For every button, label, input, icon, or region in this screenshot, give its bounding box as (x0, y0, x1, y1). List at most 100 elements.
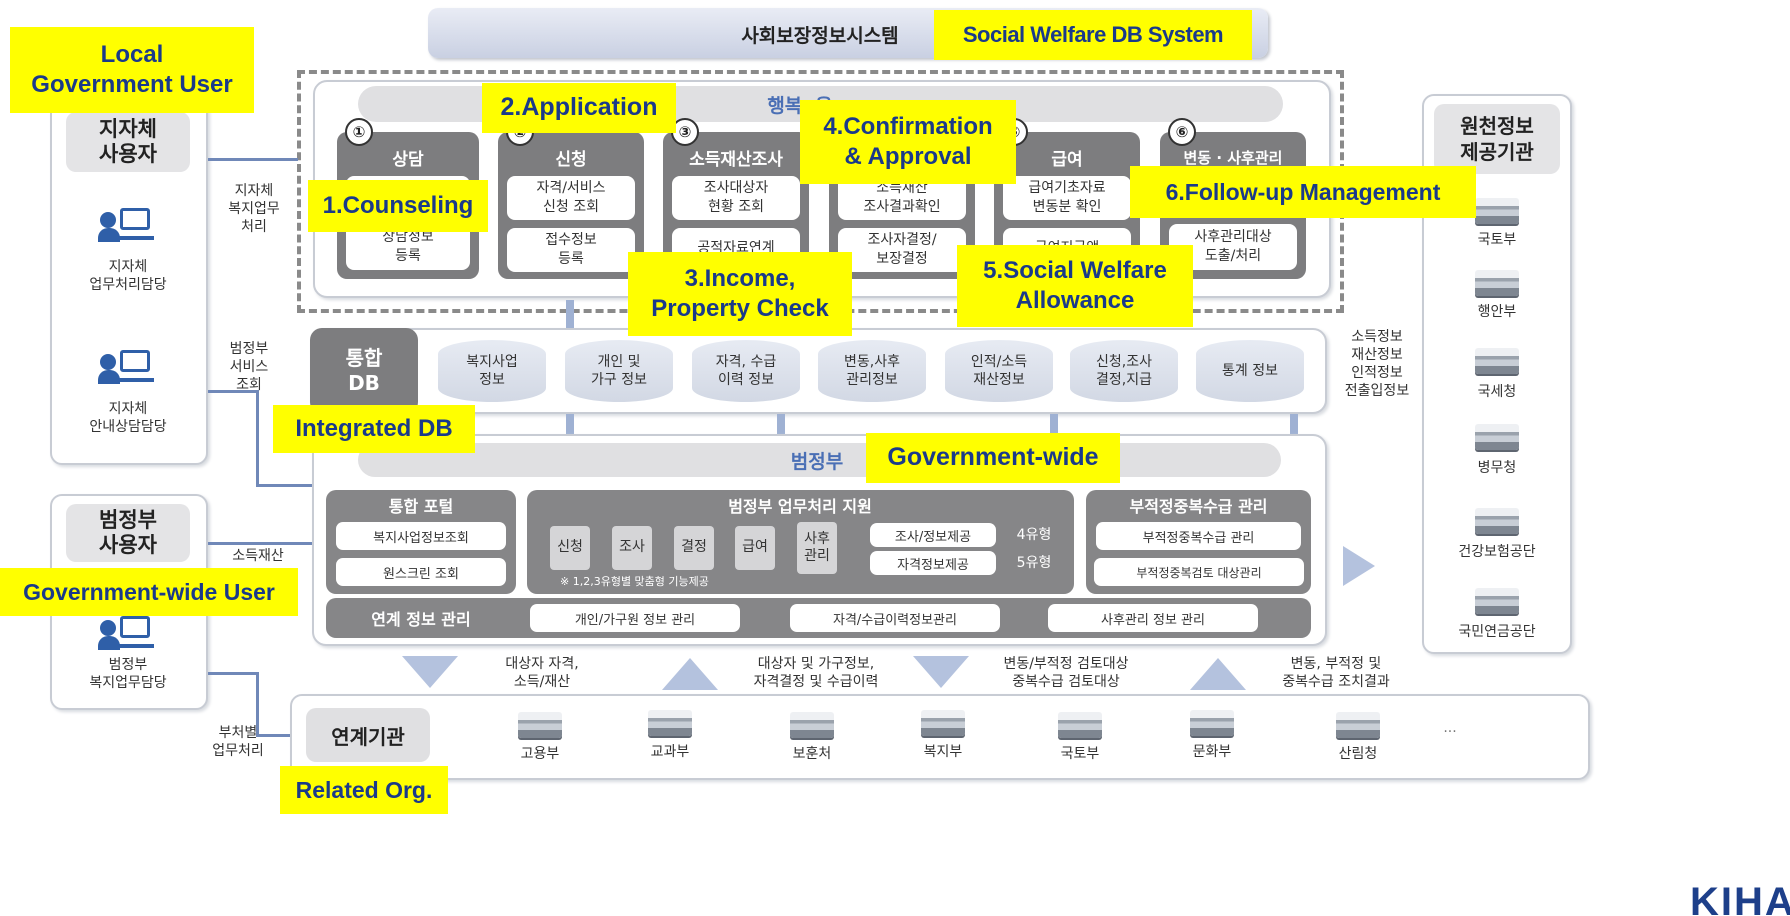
db-household: 개인 및 가구 정보 (565, 340, 673, 402)
system-title-en: Social Welfare DB System (934, 10, 1252, 60)
connector-income: 소득재산 (232, 547, 284, 564)
connector-line (256, 390, 259, 486)
connector-gov-service: 범정부 서비스 조회 (229, 340, 269, 394)
step-allowance: 급여 (735, 526, 775, 570)
building-icon (1475, 508, 1519, 534)
local-role-guide: 지자체 안내상담담당 (89, 400, 167, 435)
arrow-down-1 (402, 656, 458, 688)
related-org-7: 산림청 (1338, 745, 1378, 762)
connector-tick (777, 414, 785, 434)
label-local-gov-en: Local Government User (10, 27, 254, 113)
phase-box-application-2: 접수정보 등록 (507, 228, 635, 272)
related-more: ... (1443, 719, 1457, 736)
step-apply: 신청 (550, 526, 590, 570)
connector-line (208, 542, 312, 545)
connector-line (208, 158, 298, 161)
source-org-3: 국세청 (1477, 383, 1517, 400)
db-change-management: 변동,사후 관리정보 (818, 340, 926, 402)
phase-number-6: ⑥ (1168, 118, 1196, 146)
user-icon (98, 206, 154, 250)
source-org-6: 국민연금공단 (1458, 623, 1536, 640)
source-title: 원천정보 제공기관 (1434, 104, 1560, 174)
link-item-household: 개인/가구원 정보 관리 (530, 604, 740, 632)
connector-ministry-work: 부처별 업무처리 (212, 724, 264, 759)
building-icon (1475, 588, 1519, 614)
phase-number-1: ① (345, 118, 373, 146)
fraud-item-manage: 부적정중복수급 관리 (1096, 522, 1301, 550)
related-label: 연계기관 (306, 708, 430, 762)
phase-title-income-check: 소득재산조사 (689, 149, 783, 170)
related-org-4: 복지부 (923, 743, 963, 760)
portal-item-onescreen: 원스크린 조회 (336, 558, 506, 586)
arrow-up-4 (1190, 658, 1246, 690)
label-confirmation-en: 4.Confirmation & Approval (800, 100, 1016, 184)
related-org-5: 국토부 (1060, 745, 1100, 762)
related-org-2: 교과부 (650, 743, 690, 760)
connector-line (256, 672, 259, 736)
local-role-work: 지자체 업무처리담당 (89, 258, 167, 293)
connector-tick (1050, 414, 1058, 434)
phase-application: ② 신청 자격/서비스 신청 조회 접수정보 등록 (498, 118, 644, 279)
local-user-title: 지자체 사용자 (66, 112, 190, 172)
step-investigate: 조사 (612, 526, 652, 570)
flow-label-3: 변동/부적정 검토대상 중복수급 검토대상 (1003, 655, 1129, 690)
connector-tick (1290, 414, 1298, 434)
flow-label-4: 변동, 부적정 및 중복수급 조치결과 (1282, 655, 1390, 690)
user-icon (98, 614, 154, 658)
related-org-6: 문화부 (1192, 743, 1232, 760)
gov-title: 범정부 (790, 450, 844, 473)
related-panel (290, 694, 1590, 780)
phase-title-application: 신청 (555, 149, 587, 170)
building-icon (1475, 198, 1519, 224)
phase-title-counseling: 상담 (392, 149, 424, 170)
building-icon (1190, 710, 1234, 736)
flow-label-1: 대상자 자격, 소득/재산 (505, 655, 579, 690)
arrow-up-2 (662, 658, 718, 690)
phase-box-application-1: 자격/서비스 신청 조회 (507, 176, 635, 220)
fraud-title: 부적정중복수급 관리 (1129, 497, 1268, 516)
gov-user-title: 범정부 사용자 (66, 504, 190, 562)
gov-support-title: 범정부 업무처리 지원 (728, 497, 872, 516)
support-note: ※ 1,2,3유형별 맞춤형 기능제공 (560, 575, 709, 588)
phase-box-income-1: 조사대상자 현황 조회 (672, 176, 800, 220)
label-allowance-en: 5.Social Welfare Allowance (957, 245, 1193, 327)
source-org-5: 건강보험공단 (1458, 543, 1536, 560)
gov-role-welfare: 범정부 복지업무담당 (89, 656, 167, 691)
source-org-2: 행안부 (1477, 303, 1517, 320)
link-item-follow-up: 사후관리 정보 관리 (1048, 604, 1258, 632)
kihasa-logo-text: KIHASA (1690, 880, 1790, 916)
integrated-db-label: 통합 DB (310, 328, 418, 414)
building-icon (1475, 424, 1519, 450)
link-item-eligibility: 자격/수급이력정보관리 (790, 604, 1000, 632)
db-application-payment: 신청,조사 결정,지급 (1070, 340, 1178, 402)
label-related-en: Related Org. (280, 766, 448, 814)
label-income-en: 3.Income, Property Check (628, 252, 852, 336)
connector-onescreen (220, 628, 290, 668)
building-icon (1058, 712, 1102, 738)
label-counseling-en: 1.Counseling (308, 180, 488, 232)
connector-local-work: 지자체 복지업무 처리 (228, 182, 280, 236)
connector-line (208, 390, 258, 393)
kihasa-logo: KIHASA (1690, 880, 1790, 916)
connector-line (256, 734, 290, 737)
step-follow-up: 사후 관리 (797, 522, 837, 574)
connector-tick (566, 414, 574, 434)
connector-line (208, 672, 258, 675)
db-income-property: 인적/소득 재산정보 (945, 340, 1053, 402)
source-org-1: 국토부 (1477, 231, 1517, 248)
building-icon (1336, 712, 1380, 738)
system-title-kr: 사회보장정보시스템 (741, 24, 899, 47)
building-icon (790, 712, 834, 738)
source-org-4: 병무청 (1477, 459, 1517, 476)
support-row-eligibility: 자격정보제공 (870, 551, 996, 575)
db-statistics: 통계 정보 (1196, 340, 1304, 402)
building-icon (648, 710, 692, 736)
portal-item-welfare: 복지사업정보조회 (336, 522, 506, 550)
phase-box-confirm-2: 조사자결정/ 보장결정 (838, 228, 966, 272)
fraud-item-review: 부적정중복검토 대상관리 (1094, 558, 1304, 586)
support-row-type5: 5유형 (1016, 554, 1052, 571)
db-welfare-program: 복지사업 정보 (438, 340, 546, 402)
connector-tick (566, 300, 574, 328)
flow-label-2: 대상자 및 가구정보, 자격결정 및 수급이력 (753, 655, 879, 690)
